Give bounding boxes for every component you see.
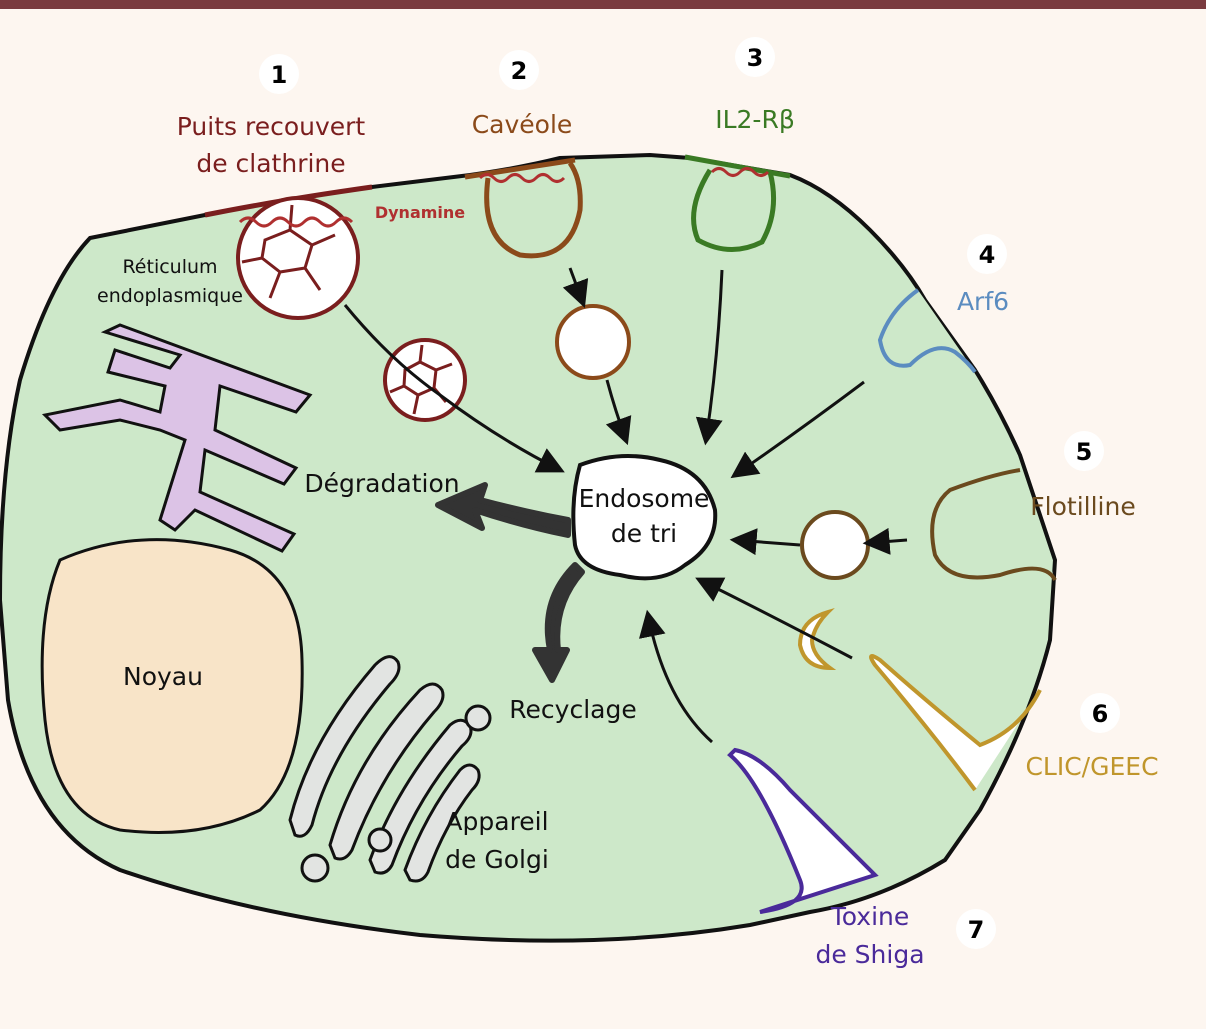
arrow-2b <box>605 379 632 446</box>
badge-3: 3 <box>747 44 764 72</box>
badge-2: 2 <box>511 57 528 85</box>
clathrin-vesicle <box>383 338 467 422</box>
flotillin-vesicle <box>800 510 870 580</box>
label-1-line2: de clathrine <box>196 149 345 178</box>
degradation-arrow <box>435 482 571 538</box>
arrow-7 <box>639 609 713 744</box>
degradation-label: Dégradation <box>304 469 459 498</box>
sorting-endosome <box>571 454 718 581</box>
il2-invagination <box>691 167 777 253</box>
number-badges: 1 2 3 4 5 6 7 <box>259 37 1120 949</box>
badge-7: 7 <box>968 916 985 944</box>
clic-geec-membrane <box>869 654 1042 792</box>
arrow-5b <box>729 528 801 556</box>
golgi-apparatus <box>288 655 492 883</box>
golgi-label-line1: Appareil <box>445 807 548 836</box>
arrow-5a <box>862 527 908 555</box>
nucleus-label: Noyau <box>123 662 203 691</box>
badge-6: 6 <box>1092 700 1109 728</box>
reticulum <box>41 323 313 553</box>
golgi-label-line2: de Golgi <box>445 845 549 874</box>
arrow-1 <box>343 304 565 473</box>
arrow-3 <box>695 269 724 446</box>
recycling-arrow <box>532 562 585 683</box>
arf6-membrane <box>877 288 977 374</box>
label-3: IL2-Rβ <box>715 105 795 134</box>
recycling-label: Recyclage <box>509 695 636 724</box>
endosome-label-line2: de tri <box>611 519 677 548</box>
label-7-line2: de Shiga <box>815 940 924 969</box>
caveola-invagination <box>478 161 583 259</box>
badge-1: 1 <box>271 61 288 89</box>
label-5: Flotilline <box>1030 492 1135 521</box>
label-2: Cavéole <box>472 110 573 139</box>
nucleus <box>40 538 304 834</box>
dynamine-label: Dynamine <box>375 203 465 222</box>
badge-4: 4 <box>979 241 996 269</box>
caveolar-vesicle <box>555 304 631 380</box>
endosome-label-line1: Endosome <box>579 484 710 513</box>
flotillin-membrane <box>930 468 1057 582</box>
reticulum-label-line1: Réticulum <box>122 256 217 278</box>
shiga-membrane <box>727 747 879 914</box>
badge-5: 5 <box>1076 438 1093 466</box>
label-6: CLIC/GEEC <box>1025 752 1158 781</box>
label-7-line1: Toxine <box>830 902 910 931</box>
clathrin-coated-pit <box>236 196 360 320</box>
top-bar <box>0 0 1206 9</box>
label-1-line1: Puits recouvert <box>177 112 366 141</box>
reticulum-label-line2: endoplasmique <box>97 285 243 307</box>
arrow-2a <box>562 267 589 309</box>
arrow-4 <box>730 380 865 479</box>
arrow-6 <box>695 577 853 660</box>
label-4: Arf6 <box>957 287 1009 316</box>
